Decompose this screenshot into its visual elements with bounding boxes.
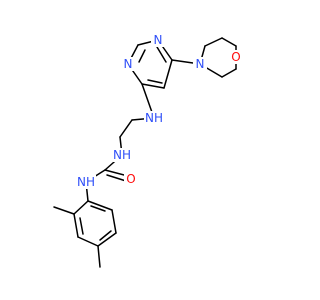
atom-morpholine-oxygen: O bbox=[229, 50, 243, 64]
atom-label-n-pyr-top: N bbox=[154, 33, 163, 47]
bond-aryl-5-6 bbox=[111, 209, 117, 234]
atom-urea-nh-top: NH bbox=[112, 148, 132, 162]
atom-labels: N O N N NH NH O NH bbox=[76, 33, 243, 189]
atom-label-o-urea: O bbox=[126, 172, 135, 186]
bond-pyr-inner-2 bbox=[147, 79, 163, 84]
atom-pyrimidine-nitrogen-top: N bbox=[151, 33, 165, 47]
bond-pyr-inner-1 bbox=[138, 49, 146, 63]
bond-ch2-ch2 bbox=[119, 119, 133, 138]
bond-morph-c2-o bbox=[221, 37, 237, 47]
bond-aryl-inner-1 bbox=[79, 217, 84, 235]
bond-aryl-inner-3 bbox=[90, 205, 106, 212]
bond-aryl-6-1 bbox=[87, 200, 113, 211]
bond-urea-c-o-2 bbox=[106, 174, 127, 182]
bond-lines bbox=[53, 37, 237, 268]
bond-aryl-3-4 bbox=[77, 236, 99, 247]
bond-aryl-4-5 bbox=[97, 232, 117, 247]
atom-urea-oxygen: O bbox=[124, 172, 138, 186]
bond-aryl-1-2 bbox=[73, 200, 89, 215]
bond-pyr-inner-3 bbox=[156, 46, 167, 63]
bond-morph-c1-c2 bbox=[204, 37, 223, 47]
atom-urea-nh-bottom: NH bbox=[76, 175, 96, 189]
bond-pyr-c5-c6 bbox=[163, 59, 173, 89]
bond-pyr-c4-c5 bbox=[141, 83, 165, 89]
atom-morpholine-nitrogen: N bbox=[193, 57, 207, 71]
bond-morph-c3-c4 bbox=[221, 68, 237, 78]
atom-label-n-pyr-mid: N bbox=[124, 57, 133, 71]
atom-label-nh-urea-top: NH bbox=[113, 148, 131, 162]
bond-methyl-ortho bbox=[53, 206, 75, 215]
atom-pyrimidine-nitrogen-mid: N bbox=[121, 57, 135, 71]
atom-label-n-morph: N bbox=[196, 57, 205, 71]
atom-label-nh-urea-bottom: NH bbox=[77, 175, 95, 189]
bond-aryl-inner-2 bbox=[99, 230, 112, 241]
molecule-structure-diagram: N O N N NH NH O NH bbox=[53, 33, 243, 268]
atom-label-nh-amine: NH bbox=[145, 111, 163, 125]
bond-aryl-2-3 bbox=[73, 213, 79, 238]
bond-methyl-para bbox=[97, 245, 101, 268]
atom-label-o-morph: O bbox=[231, 50, 240, 64]
atom-amine-nh: NH bbox=[144, 111, 164, 125]
